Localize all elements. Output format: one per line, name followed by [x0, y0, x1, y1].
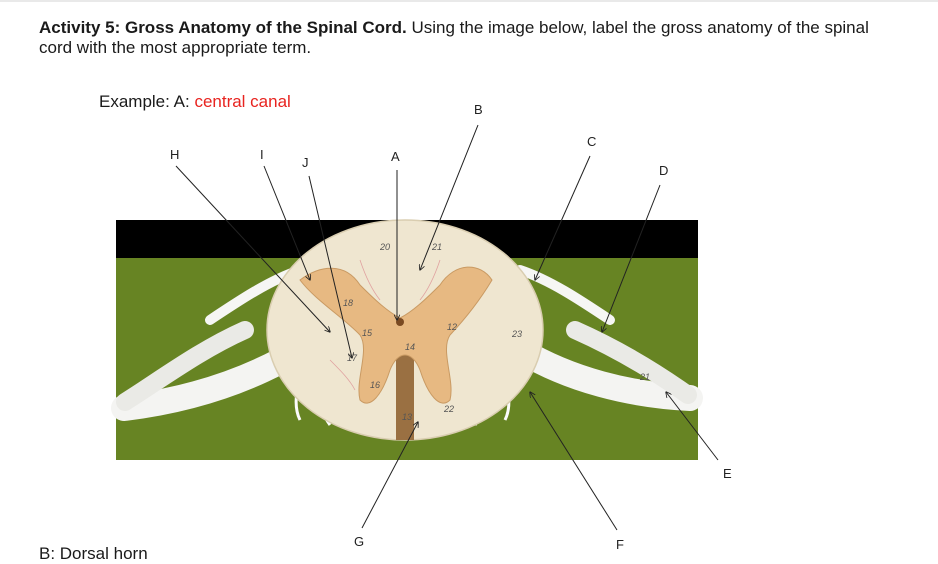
label-c: C	[587, 134, 596, 149]
label-a: A	[391, 149, 400, 164]
top-border	[0, 0, 938, 2]
model-number: 21	[639, 372, 650, 382]
model-number: 14	[405, 342, 415, 352]
model-number: 22	[443, 404, 454, 414]
example-prefix: Example: A:	[99, 92, 195, 111]
leader-line-c	[535, 155, 591, 280]
leader-line-d	[602, 184, 661, 332]
model-numbers: 20 21 18 14 15 12 23 17 16 13 22 21	[343, 242, 650, 422]
model-number: 17	[347, 353, 358, 363]
model-number: 16	[370, 380, 380, 390]
activity-heading: Activity 5: Gross Anatomy of the Spinal …	[39, 18, 899, 58]
leader-line-i	[263, 165, 310, 280]
label-g: G	[354, 534, 364, 549]
example-answer: central canal	[194, 92, 291, 111]
label-e: E	[723, 466, 732, 481]
spinal-cord-model	[266, 219, 544, 441]
model-number: 20	[379, 242, 390, 252]
label-h: H	[170, 147, 179, 162]
blood-vessels	[329, 259, 441, 391]
leader-line-j	[308, 175, 352, 358]
model-number: 18	[343, 298, 353, 308]
model-number: 13	[402, 412, 412, 422]
label-i: I	[260, 147, 264, 162]
activity-title: Activity 5: Gross Anatomy of the Spinal …	[39, 18, 407, 37]
answer-line-b: B: Dorsal horn	[39, 544, 148, 563]
label-b: B	[474, 102, 483, 117]
model-number: 12	[447, 322, 457, 332]
leader-line-g	[361, 422, 418, 529]
label-f: F	[616, 537, 624, 552]
model-number: 23	[511, 329, 522, 339]
ventral-fissure	[396, 350, 414, 440]
figure-labels: A B C D E F G H I J	[170, 102, 732, 552]
model-number: 21	[431, 242, 442, 252]
leader-line-e	[666, 392, 719, 461]
leader-line-f	[530, 392, 618, 531]
leader-line-b	[420, 124, 479, 270]
activity-instructions: Using the image below, label the gross a…	[39, 18, 869, 57]
label-j: J	[302, 155, 309, 170]
label-d: D	[659, 163, 668, 178]
model-number: 15	[362, 328, 373, 338]
leader-lines	[175, 124, 719, 531]
example-line: Example: A: central canal	[99, 92, 291, 112]
leader-line-h	[175, 165, 330, 332]
